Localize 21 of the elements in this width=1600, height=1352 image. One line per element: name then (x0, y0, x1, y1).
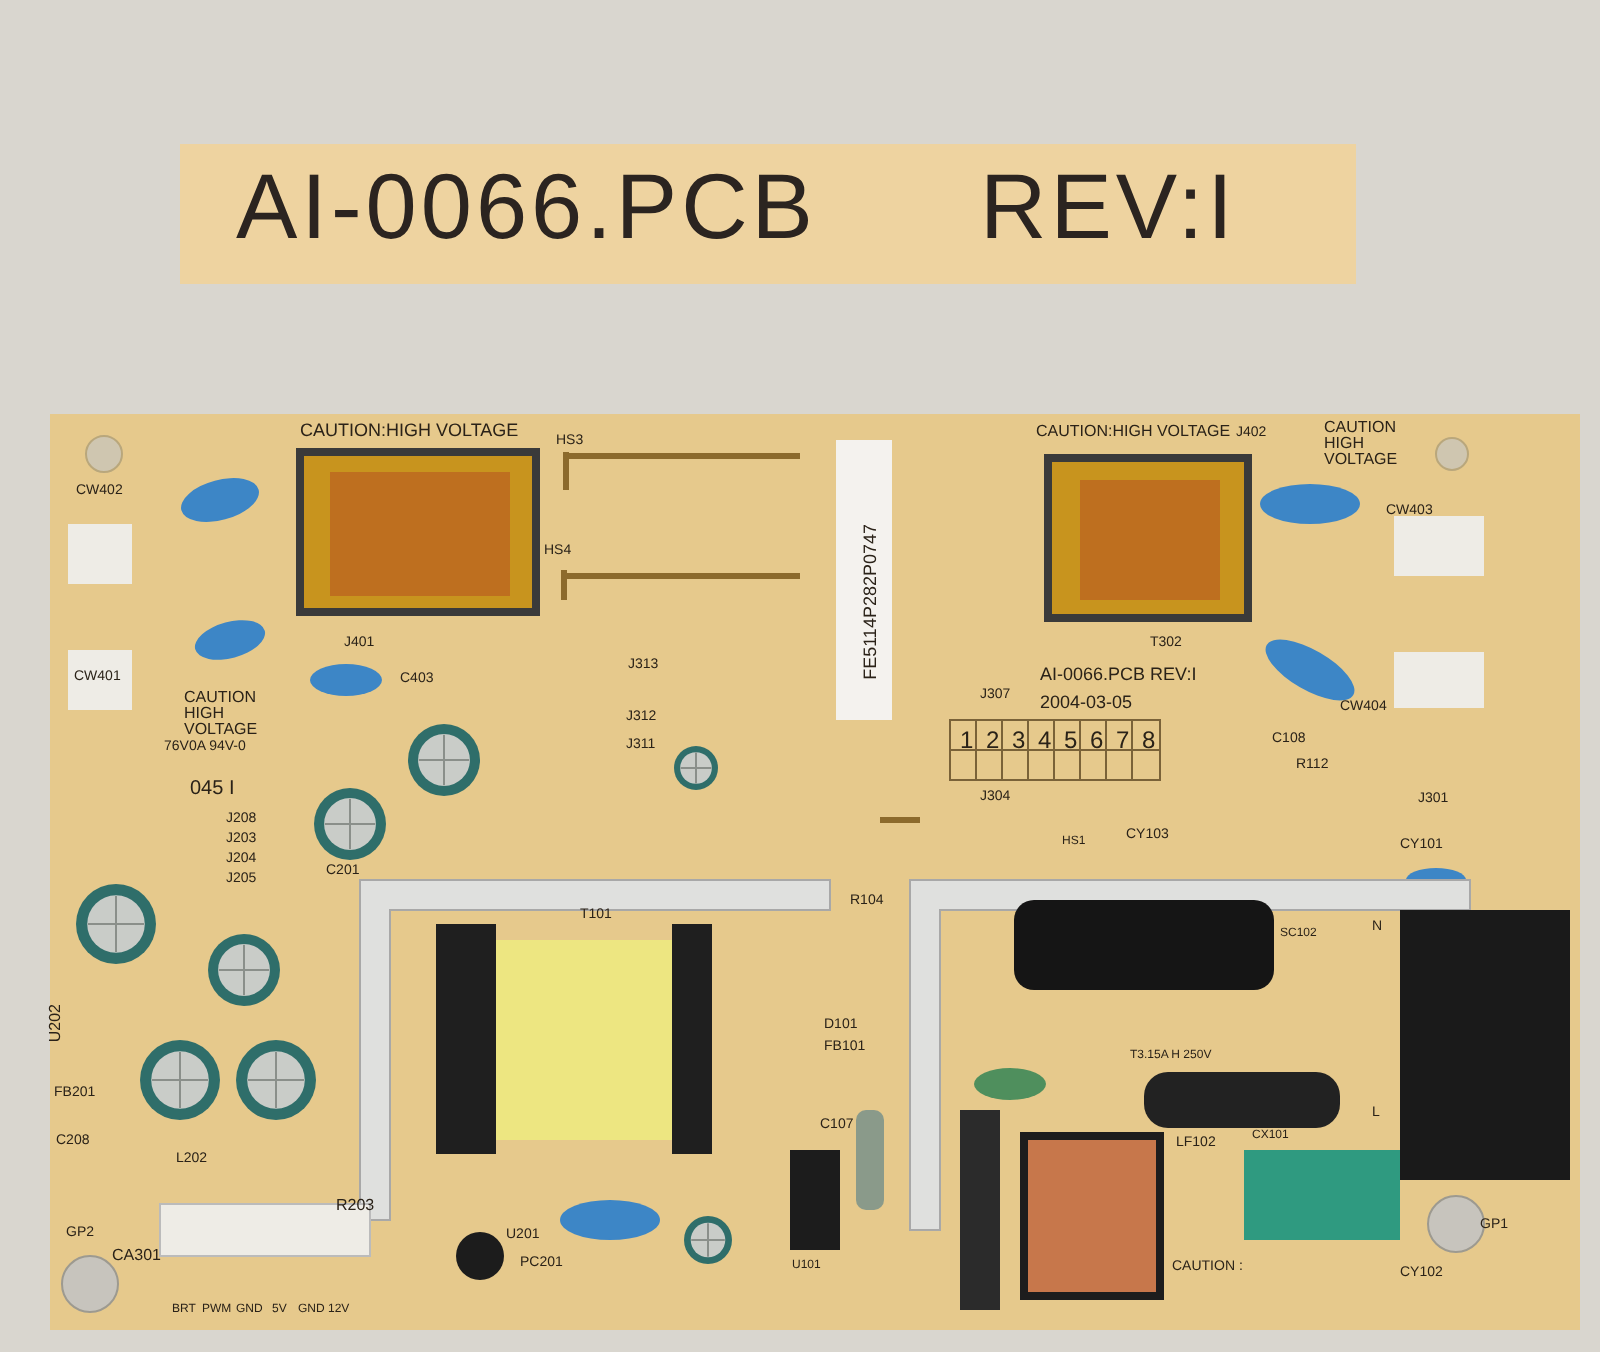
silkscreen-label: 045 I (190, 780, 235, 800)
silkscreen-label: 6 (1090, 728, 1104, 752)
silkscreen-label: 7 (1116, 728, 1130, 752)
silkscreen-label: 2004-03-05 (1040, 694, 1133, 712)
silkscreen-label: R203 (336, 1198, 375, 1214)
silkscreen-label: CAUTION:HIGH VOLTAGE (1036, 424, 1231, 440)
silkscreen-label: U202 (48, 1004, 64, 1043)
silkscreen-label: CA301 (112, 1248, 161, 1264)
silkscreen-label: CAUTION HIGH VOLTAGE (184, 690, 260, 738)
silkscreen-label: 2 (986, 728, 1000, 752)
silkscreen-label: CAUTION:HIGH VOLTAGE (300, 422, 519, 440)
silkscreen-label: FE5114P282P0747 (862, 524, 880, 680)
silkscreen-label: 8 (1142, 728, 1156, 752)
silkscreen-label: AI-0066.PCB REV:I (1040, 666, 1197, 684)
silkscreen-label: 3 (1012, 728, 1026, 752)
silkscreen-label: 1 (960, 728, 974, 752)
board-title-text: REV:I (980, 160, 1237, 252)
silkscreen-label: 4 (1038, 728, 1052, 752)
board-title-text: AI-0066.PCB (236, 160, 817, 252)
silkscreen-label: 5 (1064, 728, 1078, 752)
silkscreen-label: CAUTION HIGH VOLTAGE (1324, 420, 1400, 468)
